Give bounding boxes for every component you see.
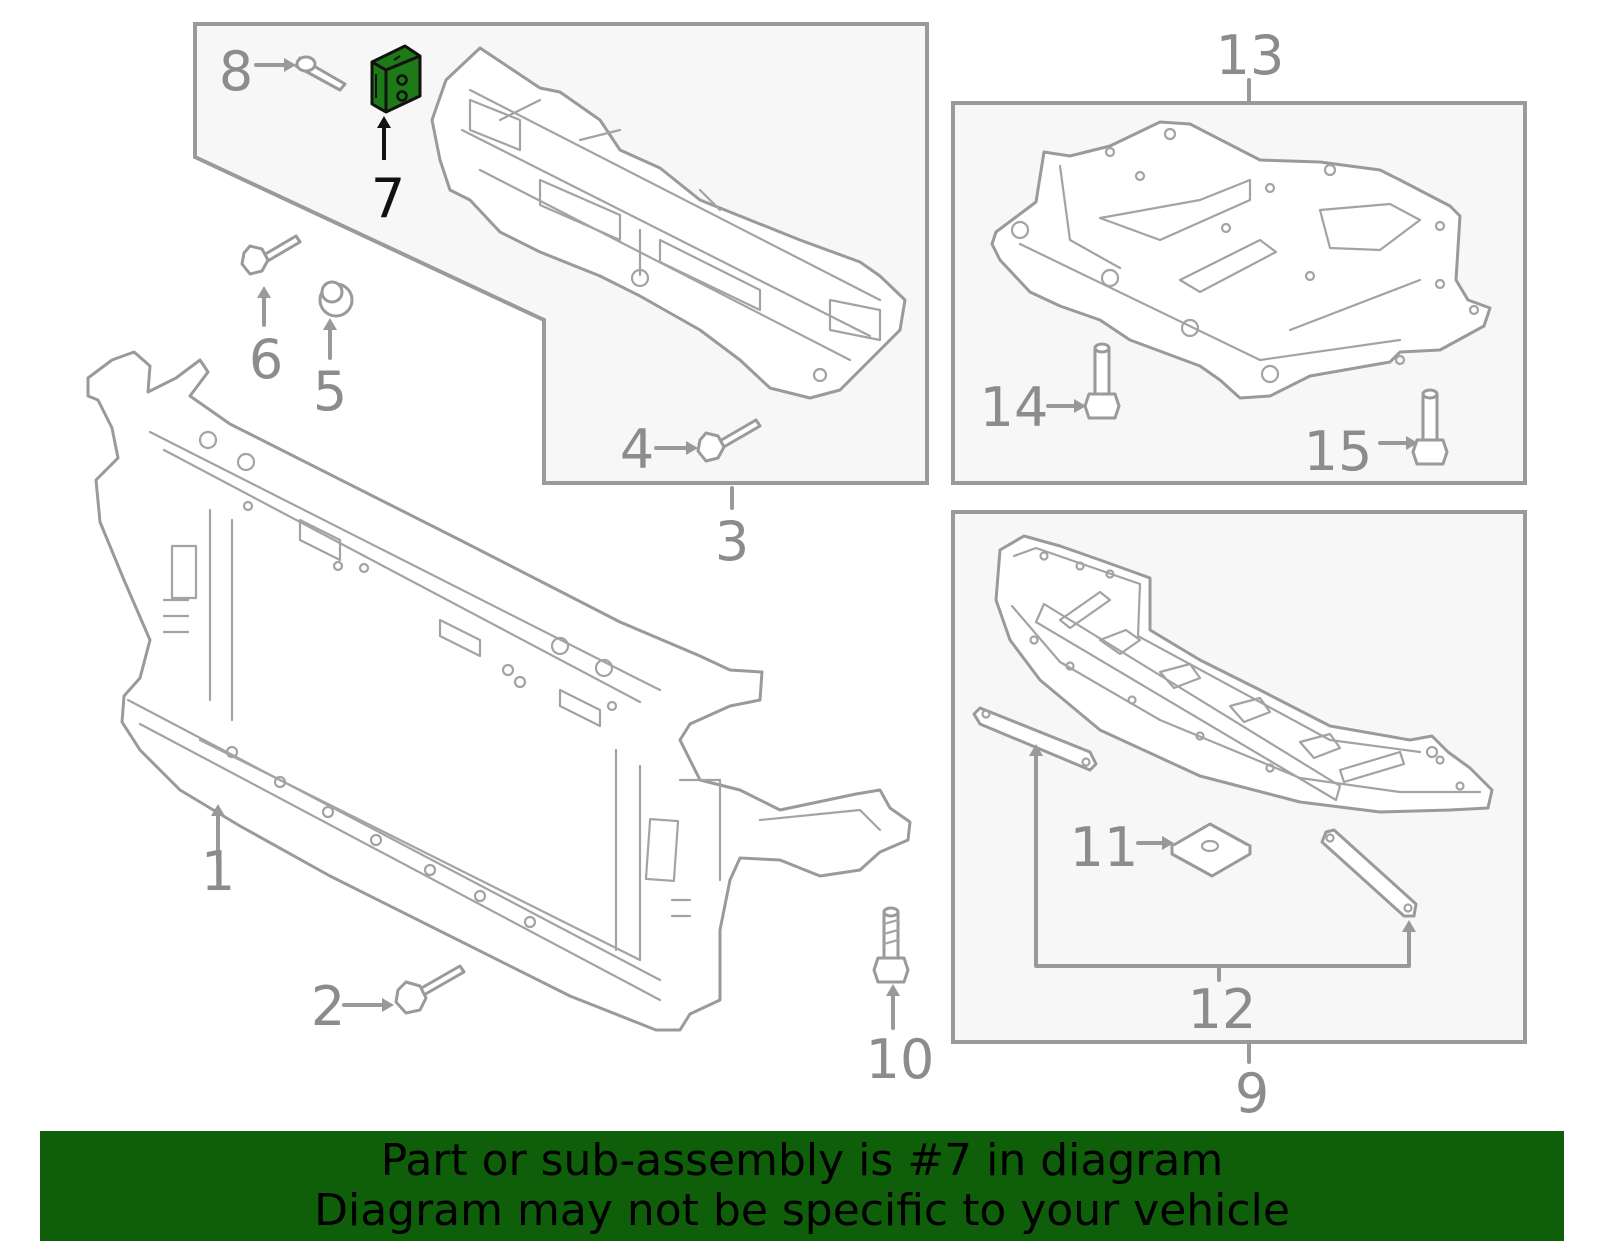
part-10-bolt xyxy=(872,906,910,984)
part-15-bolt xyxy=(1411,388,1449,466)
info-banner: Part or sub-assembly is #7 in diagram Di… xyxy=(40,1131,1564,1241)
part-5-clip xyxy=(318,280,354,318)
callout-4: 4 xyxy=(620,418,654,481)
leader-lines xyxy=(211,58,1418,1064)
callout-1: 1 xyxy=(201,840,235,903)
part-12-strips xyxy=(972,706,1418,918)
part-7-bracket-highlighted xyxy=(370,44,422,114)
part-4-bolt xyxy=(696,418,762,463)
callout-12: 12 xyxy=(1188,978,1257,1041)
callout-6: 6 xyxy=(249,328,283,391)
part-9-lower-cover xyxy=(994,534,1494,814)
callout-7: 7 xyxy=(371,167,405,230)
part-6-bolt xyxy=(240,234,302,276)
callout-15: 15 xyxy=(1304,420,1373,483)
part-1-radiator-support xyxy=(86,350,912,1032)
callout-5: 5 xyxy=(313,360,347,423)
banner-line-1: Part or sub-assembly is #7 in diagram xyxy=(380,1135,1224,1186)
callout-2: 2 xyxy=(311,975,345,1038)
callout-11: 11 xyxy=(1070,816,1139,879)
callout-9: 9 xyxy=(1235,1062,1269,1125)
callout-13: 13 xyxy=(1216,24,1285,87)
banner-line-2: Diagram may not be specific to your vehi… xyxy=(314,1185,1290,1236)
callout-10: 10 xyxy=(866,1028,935,1091)
part-13-under-cover xyxy=(990,120,1492,400)
part-11-clip-nut xyxy=(1170,822,1252,878)
callout-3: 3 xyxy=(715,510,749,573)
part-8-bolt xyxy=(294,55,347,92)
part-2-bolt xyxy=(394,964,466,1015)
callout-8: 8 xyxy=(219,40,253,103)
callout-14: 14 xyxy=(980,376,1049,439)
part-3-upper-reinforcement xyxy=(430,46,907,400)
